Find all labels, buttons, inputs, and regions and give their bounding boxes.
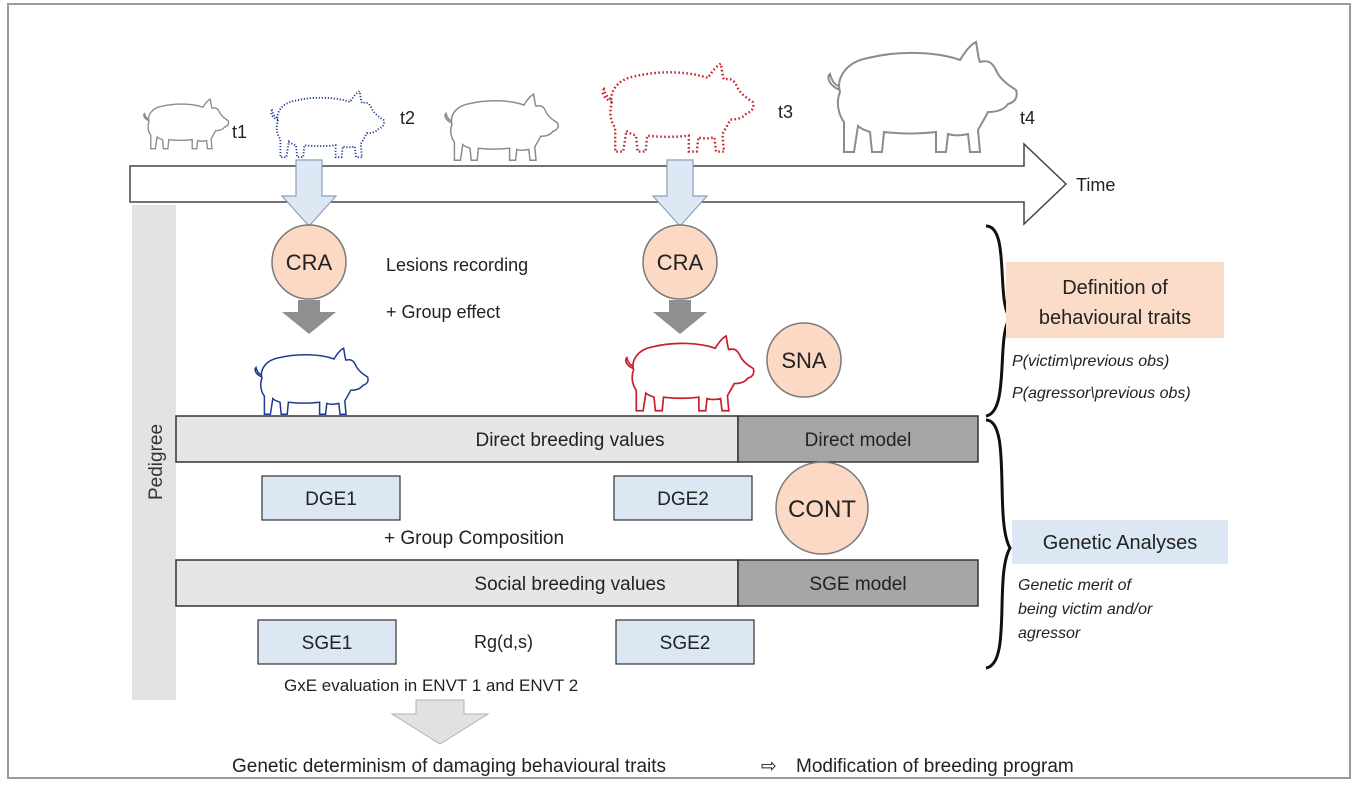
behavioural-traits-box (1006, 262, 1224, 338)
gxe-text: GxE evaluation in ENVT 1 and ENVT 2 (284, 676, 578, 695)
cra-circle-2 (642, 224, 718, 300)
sna-label: SNA (781, 348, 827, 373)
direct-breeding-values-bar (175, 415, 739, 463)
rg-text: Rg(d,s) (474, 632, 533, 652)
cra-circle-1 (271, 224, 347, 300)
sge2-label: SGE2 (660, 633, 711, 654)
dge1-box (261, 475, 401, 521)
genetic-analyses-title: Genetic Analyses (1043, 532, 1198, 554)
cont-circle (775, 461, 869, 555)
sge1-box (257, 619, 397, 665)
group-effect-text: + Group effect (386, 302, 500, 322)
behavioural-title-line1: Definition of (1062, 277, 1168, 299)
sge1-label: SGE1 (302, 633, 353, 654)
sge-model-label: SGE model (809, 574, 906, 595)
dge1-label: DGE1 (305, 489, 357, 510)
cra-label-2: CRA (657, 250, 704, 275)
social-breeding-values-label: Social breeding values (474, 574, 665, 595)
direct-breeding-values-label: Direct breeding values (475, 430, 664, 451)
genetic-desc-line3: agressor (1018, 625, 1081, 642)
time-arrow (129, 142, 1068, 226)
sge2-box (615, 619, 755, 665)
cra-label-1: CRA (286, 250, 333, 275)
sge-model-box (737, 559, 979, 607)
genetic-analyses-box (1012, 520, 1228, 564)
pedigree-label: Pedigree (146, 424, 167, 500)
genetic-desc-line2: being victim and/or (1018, 601, 1153, 618)
lesions-recording-text: Lesions recording (386, 255, 528, 275)
pedigree-bar (132, 205, 176, 700)
prob-victim-text: P(victim\previous obs) (1012, 353, 1169, 370)
grey-arrow-from-cra-1 (282, 300, 336, 334)
down-arrow-to-cra-2 (651, 159, 709, 227)
down-arrow-to-cra-1 (280, 159, 338, 227)
sna-circle (766, 322, 842, 398)
conclusion-arrow-icon: ⇨ (761, 756, 777, 777)
grey-arrow-from-cra-2 (653, 300, 707, 334)
conclusion-right-text: Modification of breeding program (796, 756, 1074, 777)
time-label-t2: t2 (400, 108, 415, 128)
direct-model-box (737, 415, 979, 463)
prob-agressor-text: P(agressor\previous obs) (1012, 385, 1191, 402)
dge2-box (613, 475, 753, 521)
direct-model-label: Direct model (805, 430, 912, 451)
brace-genetic (985, 418, 1012, 670)
time-label-t1: t1 (232, 122, 247, 142)
genetic-desc-line1: Genetic merit of (1018, 577, 1132, 594)
time-label-t3: t3 (778, 102, 793, 122)
conclusion-left-text: Genetic determinism of damaging behaviou… (232, 756, 666, 777)
behavioural-title-line2: behavioural traits (1039, 307, 1191, 329)
group-composition-text: + Group Composition (384, 528, 564, 549)
time-label-t4: t4 (1020, 108, 1035, 128)
social-breeding-values-bar (175, 559, 739, 607)
dge2-label: DGE2 (657, 489, 709, 510)
time-axis-label: Time (1076, 175, 1115, 195)
down-arrow-to-conclusion (390, 699, 490, 745)
cont-label: CONT (788, 496, 856, 523)
